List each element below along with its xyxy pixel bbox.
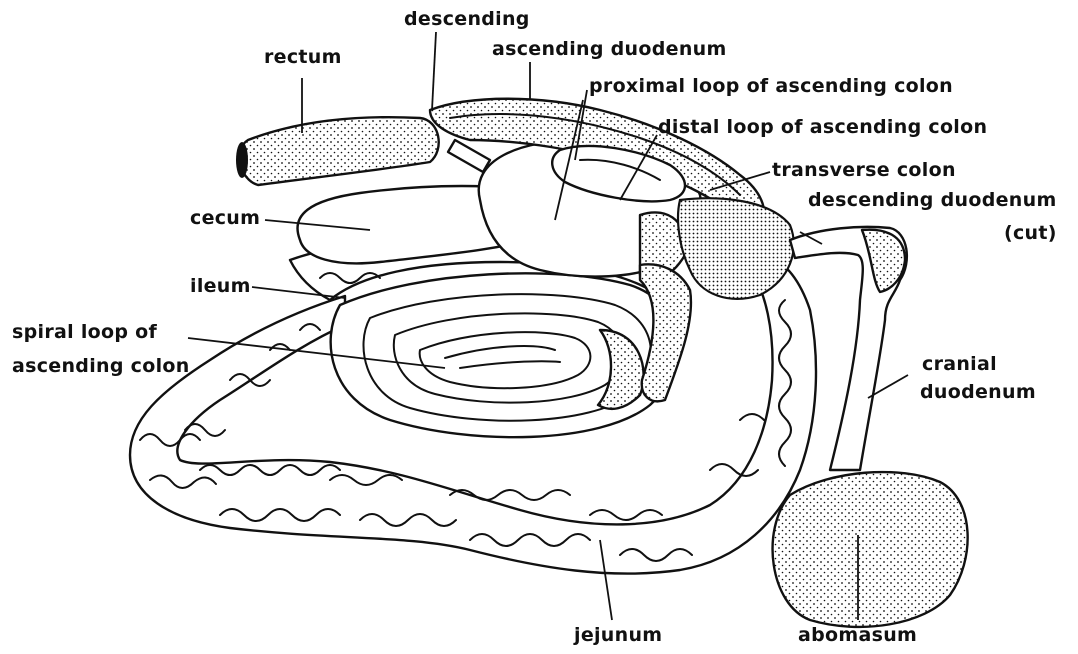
label-proximal-loop: proximal loop of ascending colon bbox=[589, 75, 953, 97]
label-transverse-colon: transverse colon bbox=[772, 159, 956, 181]
label-cranial: cranial bbox=[922, 353, 997, 375]
label-rectum: rectum bbox=[264, 46, 342, 68]
label-cecum: cecum bbox=[190, 207, 260, 229]
label-ileum: ileum bbox=[190, 275, 251, 297]
label-ascending-duodenum: ascending duodenum bbox=[492, 38, 727, 60]
label-descending: descending bbox=[404, 8, 530, 30]
spiral-loop-shape bbox=[331, 273, 678, 437]
label-cut: (cut) bbox=[1004, 222, 1057, 244]
label-duodenum: duodenum bbox=[920, 381, 1036, 403]
abomasum-shape bbox=[773, 472, 968, 627]
label-distal-loop: distal loop of ascending colon bbox=[658, 116, 987, 138]
label-spiral-loop-line2: ascending colon bbox=[12, 355, 190, 377]
label-spiral-loop-line1: spiral loop of bbox=[12, 321, 158, 343]
label-jejunum: jejunum bbox=[573, 624, 662, 646]
label-descending-duodenum: descending duodenum bbox=[808, 189, 1057, 211]
label-abomasum: abomasum bbox=[798, 624, 917, 646]
